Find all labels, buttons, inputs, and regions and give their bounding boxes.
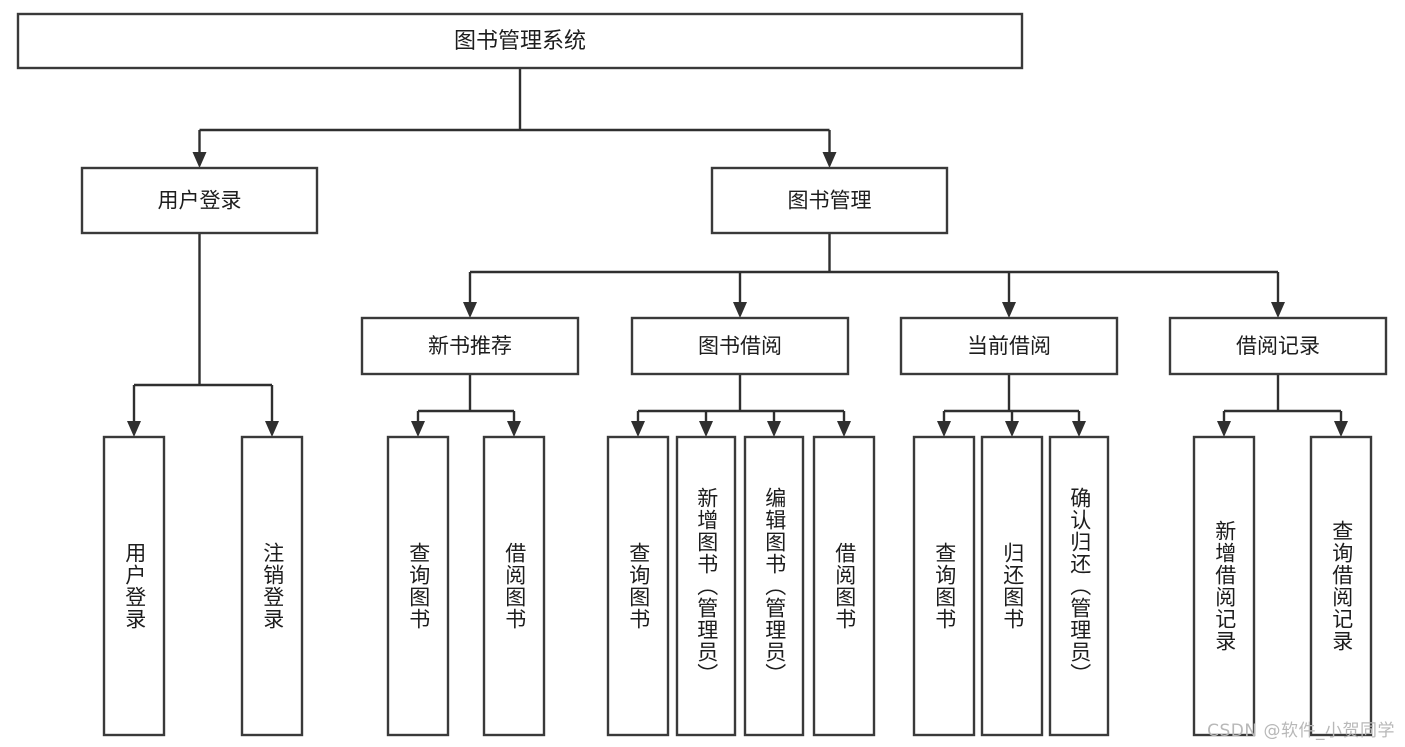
arrow-head-icon: [127, 421, 141, 437]
node-box-root: [16, 12, 1024, 70]
node-current-borrow[interactable]: [899, 316, 1119, 376]
node-leaf-query-book-recommend[interactable]: [386, 435, 450, 737]
node-label-book-management: 图书管理: [788, 189, 872, 213]
connectors-layer: [127, 68, 1348, 437]
node-box-new-book-recommend: [360, 316, 580, 376]
node-box-leaf-edit-book-admin: [743, 435, 805, 737]
node-borrow-record[interactable]: [1168, 316, 1388, 376]
arrow-head-icon: [1005, 421, 1019, 437]
arrow-head-icon: [1334, 421, 1348, 437]
node-box-leaf-query-book-current: [912, 435, 976, 737]
node-box-leaf-add-book-admin: [675, 435, 737, 737]
node-leaf-return-book[interactable]: [980, 435, 1044, 737]
node-leaf-query-book-current[interactable]: [912, 435, 976, 737]
node-box-leaf-user-login: [102, 435, 166, 737]
node-box-leaf-logout-login: [240, 435, 304, 737]
node-label-book-borrow: 图书借阅: [698, 334, 782, 358]
node-new-book-recommend[interactable]: [360, 316, 580, 376]
arrow-head-icon: [1072, 421, 1086, 437]
node-box-leaf-return-book: [980, 435, 1044, 737]
node-label-borrow-record: 借阅记录: [1236, 334, 1320, 358]
node-box-leaf-add-borrow-record: [1192, 435, 1256, 737]
arrow-head-icon: [411, 421, 425, 437]
node-label-root: 图书管理系统: [454, 29, 586, 54]
node-box-book-management: [710, 166, 949, 235]
node-label-new-book-recommend: 新书推荐: [428, 334, 512, 358]
node-box-leaf-query-book-recommend: [386, 435, 450, 737]
node-box-leaf-query-borrow-record: [1309, 435, 1373, 737]
arrow-head-icon: [1271, 302, 1285, 318]
node-leaf-query-borrow-record[interactable]: [1309, 435, 1373, 737]
arrow-head-icon: [192, 152, 207, 168]
node-leaf-borrow-book-borrow[interactable]: [812, 435, 876, 737]
arrow-head-icon: [265, 421, 279, 437]
node-box-leaf-query-book-borrow: [606, 435, 670, 737]
node-book-management[interactable]: [710, 166, 949, 235]
arrow-head-icon: [822, 152, 837, 168]
arrow-head-icon: [1217, 421, 1231, 437]
node-leaf-query-book-borrow[interactable]: [606, 435, 670, 737]
node-leaf-add-book-admin[interactable]: [675, 435, 737, 737]
node-user-login[interactable]: [80, 166, 319, 235]
node-leaf-add-borrow-record[interactable]: [1192, 435, 1256, 737]
node-label-user-login: 用户登录: [158, 189, 242, 213]
arrow-head-icon: [1002, 302, 1016, 318]
arrow-head-icon: [631, 421, 645, 437]
node-box-leaf-borrow-book-borrow: [812, 435, 876, 737]
node-label-current-borrow: 当前借阅: [967, 334, 1051, 358]
arrow-head-icon: [463, 302, 477, 318]
node-leaf-confirm-return-admin[interactable]: [1048, 435, 1110, 737]
node-box-book-borrow: [630, 316, 850, 376]
node-leaf-logout-login[interactable]: [240, 435, 304, 737]
node-box-user-login: [80, 166, 319, 235]
node-box-leaf-confirm-return-admin: [1048, 435, 1110, 737]
arrow-head-icon: [937, 421, 951, 437]
arrow-head-icon: [767, 421, 781, 437]
node-box-current-borrow: [899, 316, 1119, 376]
arrow-head-icon: [837, 421, 851, 437]
node-root[interactable]: [16, 12, 1024, 70]
arrow-head-icon: [507, 421, 521, 437]
arrow-head-icon: [699, 421, 713, 437]
node-leaf-borrow-book-recommend[interactable]: [482, 435, 546, 737]
node-book-borrow[interactable]: [630, 316, 850, 376]
node-leaf-edit-book-admin[interactable]: [743, 435, 805, 737]
watermark-text: CSDN @软件_小贺同学: [1207, 721, 1395, 741]
node-box-borrow-record: [1168, 316, 1388, 376]
node-leaf-user-login[interactable]: [102, 435, 166, 737]
node-box-leaf-borrow-book-recommend: [482, 435, 546, 737]
arrow-head-icon: [733, 302, 747, 318]
